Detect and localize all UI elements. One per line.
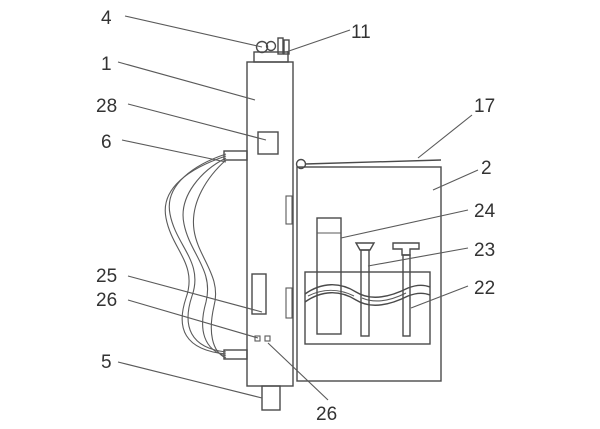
label-26-bottom: 26 [316, 404, 337, 425]
label-1: 1 [101, 54, 112, 75]
hose-bundle [164, 150, 248, 360]
label-11: 11 [351, 22, 371, 43]
label-23: 23 [474, 240, 495, 261]
tool-tray [304, 217, 431, 345]
cabinet [295, 158, 442, 382]
label-28: 28 [96, 96, 117, 117]
main-column [246, 61, 294, 411]
label-22: 22 [474, 278, 495, 299]
label-17: 17 [474, 96, 495, 117]
label-25: 25 [96, 266, 117, 287]
label-26-left: 26 [96, 290, 117, 311]
leader-lines [117, 15, 479, 401]
callouts: 4 11 1 28 6 17 2 24 23 22 25 26 5 26 [96, 8, 496, 425]
label-2: 2 [481, 158, 492, 179]
label-5: 5 [101, 352, 112, 373]
top-fittings [253, 37, 290, 63]
label-24: 24 [474, 201, 496, 222]
label-4: 4 [101, 8, 112, 29]
label-6: 6 [101, 132, 112, 153]
